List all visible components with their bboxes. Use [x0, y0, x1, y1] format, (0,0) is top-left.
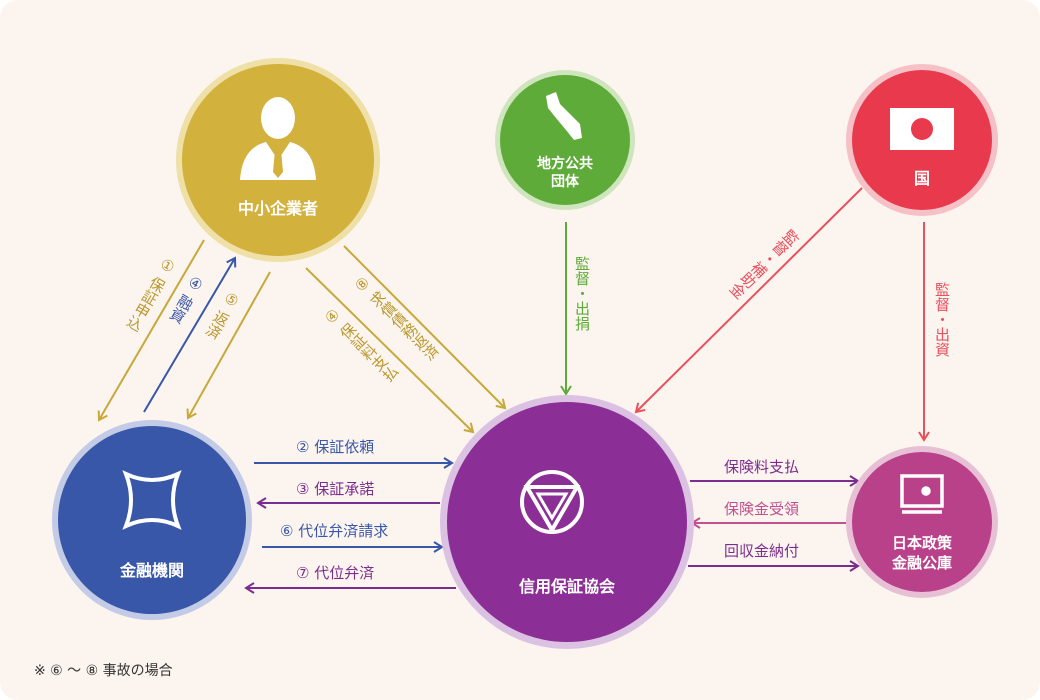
japan-flag-icon [890, 108, 954, 150]
arrow-fee [305, 267, 475, 434]
jfc-label-1: 日本政策 [892, 534, 953, 552]
label-repay: ⑤ 返済 [202, 288, 244, 343]
node-local-government: 地方公共 団体 [495, 70, 635, 210]
node-cgc: 信用保証協会 [440, 395, 694, 649]
local-label-2: 団体 [551, 173, 580, 190]
label-recovery: 回収金納付 [724, 542, 799, 560]
cgc-emblem-icon [520, 470, 584, 534]
label-request: ② 保証依頼 [296, 438, 374, 456]
arrow-repay [186, 271, 271, 420]
label-country-jfc: 監督・出資 [933, 282, 951, 357]
node-sme: 中小企業者 [176, 58, 380, 262]
node-jfc: 日本政策 金融公庫 [846, 446, 998, 598]
label-insurance: 保険金受領 [724, 500, 799, 518]
label-premium: 保険料支払 [724, 458, 799, 476]
cgc-label: 信用保証協会 [519, 577, 615, 596]
bank-label: 金融機関 [119, 561, 184, 580]
footnote: ※ ⑥ 〜 ⑧ 事故の場合 [34, 663, 173, 679]
safe-icon [900, 474, 944, 514]
arrow-loan [143, 256, 237, 413]
bank-emblem-icon [122, 470, 182, 530]
businessman-icon [240, 97, 316, 180]
map-region-icon [546, 92, 582, 140]
label-country-support: 監督・補助金 [726, 226, 803, 303]
node-country: 国 [846, 64, 998, 216]
label-apply: ① 保証申込 [123, 254, 180, 335]
local-label-1: 地方公共 [537, 155, 593, 172]
label-subrogation: ⑦ 代位弁済 [296, 564, 374, 582]
jfc-label-2: 金融公庫 [891, 554, 952, 572]
label-subrogation-request: ⑥ 代位弁済請求 [280, 522, 388, 540]
node-bank: 金融機関 [52, 420, 252, 620]
country-label: 国 [914, 169, 930, 188]
label-loan: ④ 融資 [166, 272, 208, 327]
arrow-apply [97, 239, 205, 422]
label-local-support: 監督・出捐 [573, 256, 591, 332]
arrow-country-support [634, 187, 863, 414]
label-approve: ③ 保証承諾 [296, 480, 374, 498]
sme-label: 中小企業者 [238, 199, 318, 218]
arrow-reimburse [343, 245, 507, 410]
